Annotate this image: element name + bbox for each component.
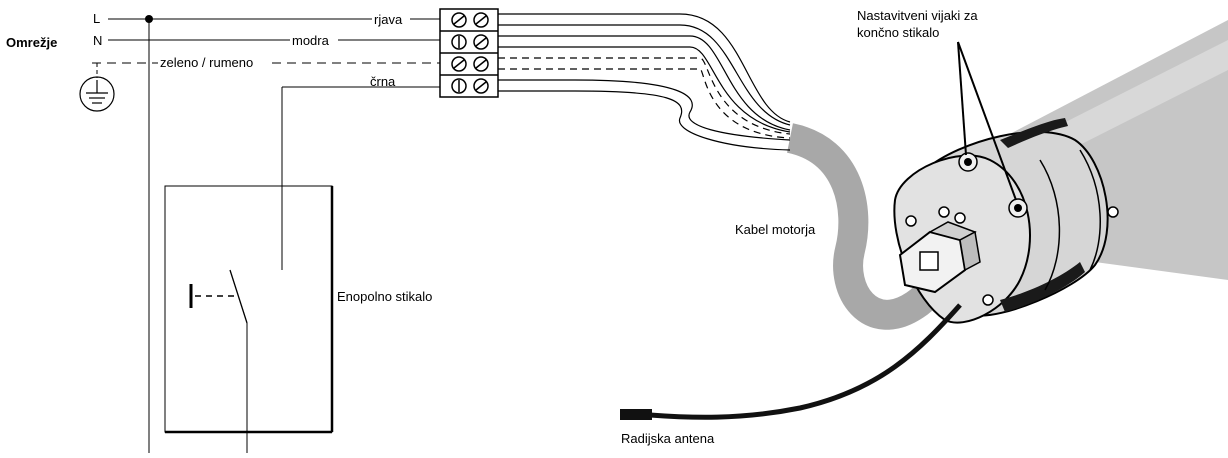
motor-cable-label: Kabel motorja <box>735 222 816 237</box>
screws-label-line1: Nastavitveni vijaki za <box>857 8 978 23</box>
wire-blue-label: modra <box>292 33 330 48</box>
ground-icon <box>79 76 115 112</box>
switch-label: Enopolno stikalo <box>337 289 432 304</box>
wire-ground-label: zeleno / rumeno <box>160 55 253 70</box>
screws-label-line2: končno stikalo <box>857 25 939 40</box>
line-N-label: N <box>93 33 102 48</box>
antenna-label: Radijska antena <box>621 431 715 446</box>
junction-dot <box>145 15 153 23</box>
mains-title: Omrežje <box>6 35 57 50</box>
switch-symbol <box>189 269 248 453</box>
radio-antenna <box>620 303 962 420</box>
screw-pointers <box>957 41 1017 201</box>
terminal-block <box>439 8 499 98</box>
switch-box <box>164 185 334 434</box>
line-L-label: L <box>93 11 100 26</box>
motor-head <box>893 118 1119 324</box>
wire-brown-label: rjava <box>374 12 403 27</box>
mains-lines <box>92 18 440 453</box>
motor-wires <box>498 13 791 151</box>
wire-black-label: črna <box>370 74 396 89</box>
